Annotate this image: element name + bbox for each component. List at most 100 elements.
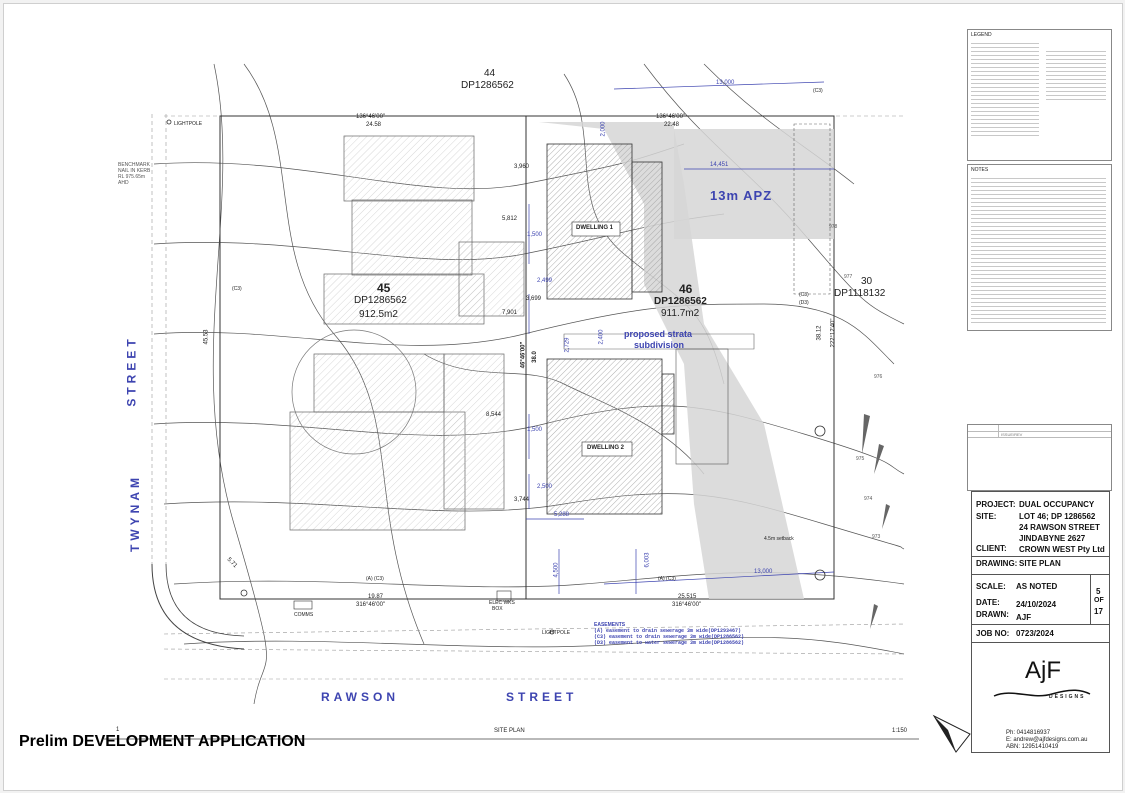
dim-bottom-left-bearing: 316°46'00" <box>356 602 386 608</box>
easement-line-c3: (C3) easement to drain sewerage 3m wide(… <box>594 634 745 640</box>
phone: Ph: 0414816937 <box>1006 730 1051 736</box>
lot-45-dp: DP1286562 <box>354 295 407 306</box>
date-label: DATE: <box>976 598 1000 607</box>
dim-left-len: 45.53 <box>203 329 210 345</box>
revision-box: ISSUE/REV <box>967 424 1112 491</box>
site-line-2: 24 RAWSON STREET <box>1019 523 1100 532</box>
dim-14451: 14,451 <box>710 162 729 168</box>
dwelling-1-label: DWELLING 1 <box>576 225 613 231</box>
dim-1500-b: 1,500 <box>527 427 543 433</box>
dim-bottom-right-bearing: 316°46'00" <box>672 602 702 608</box>
legend-entries-right <box>1046 48 1106 103</box>
title-block: PROJECT: DUAL OCCUPANCY SITE: LOT 46; DP… <box>971 491 1110 753</box>
dim-4500: 4,500 <box>553 562 560 578</box>
benchmark-3: RL 975.65m <box>118 174 146 180</box>
dim-apz-13000: 13,000 <box>716 80 735 86</box>
easement-code: (D3) <box>799 300 809 306</box>
lot-46-dp: DP1286562 <box>654 296 707 307</box>
site-label: SITE: <box>976 512 997 521</box>
dim-5288: 5,288 <box>554 512 570 518</box>
site-line-1: LOT 46; DP 1286562 <box>1019 512 1096 521</box>
view-number: 1 <box>116 727 120 733</box>
lot-46-number: 46 <box>679 282 693 296</box>
project-value: DUAL OCCUPANCY <box>1019 500 1095 509</box>
lot-45-area: 912.5m2 <box>359 309 398 320</box>
easement-code: (C3) <box>232 286 242 292</box>
legend-title: LEGEND <box>971 32 992 38</box>
drawn-value: AJF <box>1016 613 1032 622</box>
lot-30-dp: DP1118132 <box>834 288 886 299</box>
notes-box: NOTES <box>967 164 1112 331</box>
benchmark-4: AHD <box>118 180 129 186</box>
project-label: PROJECT: <box>976 500 1016 509</box>
dim-bottom-left-len: 19.87 <box>368 594 384 600</box>
dim-mid-len: 38.0 <box>531 351 538 363</box>
benchmark-2: NAIL IN KERB <box>118 168 151 174</box>
dim-2500: 2,500 <box>537 484 553 490</box>
easement-line-a: (A) easement to drain sewerage 3m wide(D… <box>594 628 742 634</box>
benchmark-1: BENCHMARK <box>118 162 150 168</box>
apz-label: 13m APZ <box>710 188 773 203</box>
client-value: CROWN WEST Pty Ltd <box>1019 545 1105 554</box>
lightpole-top: LIGHTPOLE <box>174 121 203 127</box>
job-label: JOB NO: <box>976 629 1010 638</box>
revision-label: ISSUE/REV <box>1001 432 1023 437</box>
contour-label: 977 <box>844 274 853 280</box>
dim-2400: 2,400 <box>598 329 605 345</box>
twynam-street-label-b: TWYNAM <box>128 474 142 552</box>
elec-box-2: BOX <box>492 606 503 612</box>
rawson-street-label-b: STREET <box>506 690 578 704</box>
dim-1500-a: 1,500 <box>527 232 543 238</box>
elec-box-1: ELEC WKS <box>489 600 515 606</box>
twynam-street-label-a: STREET <box>124 335 139 407</box>
contour-label: 975 <box>856 456 865 462</box>
email: E: andrew@ajfdesigns.com.au <box>1006 737 1088 743</box>
dim-3699: 3,699 <box>526 296 542 302</box>
contour-label: 973 <box>872 534 881 540</box>
lot-44-number: 44 <box>484 68 496 79</box>
scale-value: AS NOTED <box>1016 582 1058 591</box>
dim-2000: 2,000 <box>600 121 607 137</box>
lot-44-dp: DP1286562 <box>461 80 514 91</box>
legend-box: LEGEND <box>967 29 1112 161</box>
easement-code: (A) (C3) <box>366 576 384 582</box>
strata-label-2: subdivision <box>634 340 685 350</box>
dim-bottom-right-len: 25.515 <box>678 594 697 600</box>
easements-title: EASEMENTS <box>594 622 626 628</box>
strata-label-1: proposed strata <box>624 329 693 339</box>
dim-2499: 2,499 <box>537 278 553 284</box>
legend-entries-left <box>971 40 1039 139</box>
north-arrow-graphic <box>932 714 971 753</box>
bottom-title: Prelim DEVELOPMENT APPLICATION <box>19 733 306 750</box>
client-label: CLIENT: <box>976 544 1007 553</box>
drawn-label: DRAWN: <box>976 610 1009 619</box>
comms-label: COMMS <box>294 612 314 618</box>
sheet-of: OF <box>1094 597 1104 604</box>
dim-8544: 8,544 <box>486 412 502 418</box>
lot-45-number: 45 <box>377 281 391 295</box>
dim-5812: 5,812 <box>502 216 518 222</box>
scale-label: SCALE: <box>976 582 1006 591</box>
sheet-total: 17 <box>1094 607 1103 616</box>
dim-3744: 3,744 <box>514 497 530 503</box>
abn: ABN: 12951410419 <box>1006 744 1059 750</box>
notes-entries <box>971 175 1106 326</box>
sheet-number: 5 <box>1096 587 1101 596</box>
site-plan-drawing <box>104 63 971 753</box>
dim-top-len-right: 22.48 <box>664 122 680 128</box>
dim-bottom-13000: 13,000 <box>754 569 773 575</box>
view-scale: 1:150 <box>892 728 908 734</box>
easement-code: (A) (C3) <box>658 576 676 582</box>
dim-6003: 6,003 <box>644 552 651 568</box>
lightpole-bottom: LIGHTPOLE <box>542 630 571 636</box>
logo-subtitle: DESIGNS <box>1049 694 1086 700</box>
dwelling-2-label: DWELLING 2 <box>587 445 624 451</box>
job-value: 0723/2024 <box>1016 629 1054 638</box>
company-logo: AjF <box>1025 657 1061 684</box>
lot-46-area: 911.7m2 <box>661 308 700 319</box>
easement-code: (C3) <box>799 292 809 298</box>
view-title: SITE PLAN <box>494 728 525 734</box>
logo-swoosh-graphic <box>993 689 1091 697</box>
lot-30-number: 30 <box>861 276 873 287</box>
dim-2729: 2,729 <box>564 337 571 353</box>
